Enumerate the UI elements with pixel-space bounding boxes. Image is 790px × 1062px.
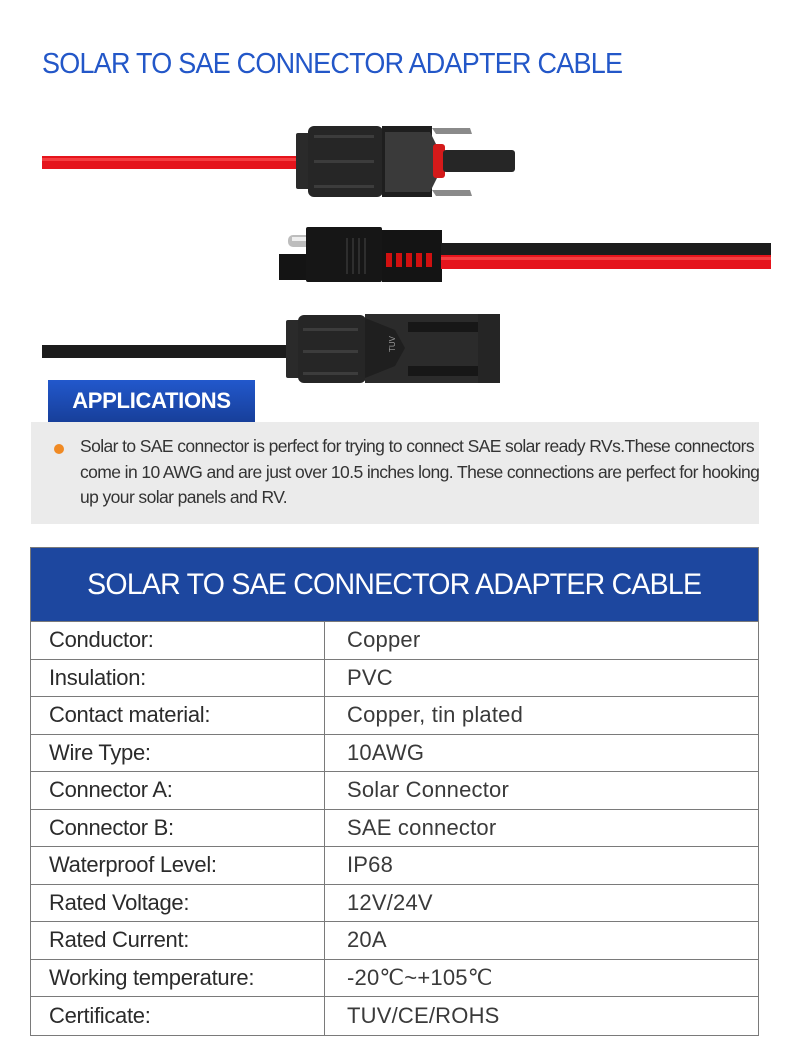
applications-description: Solar to SAE connector is perfect for tr…	[80, 436, 760, 507]
spec-value: 10AWG	[347, 739, 425, 765]
table-row: Conductor: Copper	[31, 622, 758, 660]
solar-connector-female-image	[42, 126, 515, 197]
spec-value: Copper	[347, 627, 421, 653]
svg-text:TUV: TUV	[388, 335, 397, 352]
spec-value: TUV/CE/ROHS	[347, 1002, 500, 1028]
spec-key: Insulation:	[31, 659, 325, 696]
spec-key: Conductor:	[31, 622, 325, 659]
table-row: Connector A: Solar Connector	[31, 772, 758, 810]
spec-key: Waterproof Level:	[31, 847, 325, 884]
spec-table-title: SOLAR TO SAE CONNECTOR ADAPTER CABLE	[31, 548, 758, 622]
spec-key: Rated Current:	[31, 922, 325, 959]
spec-key: Certificate:	[31, 997, 325, 1035]
spec-value: Solar Connector	[347, 777, 509, 803]
spec-value: -20℃~+105℃	[347, 964, 493, 990]
spec-value: PVC	[347, 664, 393, 690]
product-illustration: TUV	[42, 126, 771, 383]
table-row: Working temperature: -20℃~+105℃	[31, 959, 758, 997]
spec-value: 20A	[347, 927, 387, 953]
table-row: Rated Current: 20A	[31, 922, 758, 960]
table-row: Certificate: TUV/CE/ROHS	[31, 997, 758, 1035]
orange-dot-icon	[54, 444, 64, 454]
table-row: Wire Type: 10AWG	[31, 734, 758, 772]
table-row: Contact material: Copper, tin plated	[31, 697, 758, 735]
spec-key: Connector A:	[31, 772, 325, 809]
page-title: SOLAR TO SAE CONNECTOR ADAPTER CABLE	[42, 48, 623, 80]
sae-connector-image	[279, 227, 771, 282]
spec-key: Wire Type:	[31, 734, 325, 771]
applications-tab: APPLICATIONS	[48, 380, 255, 422]
spec-value: SAE connector	[347, 814, 497, 840]
spec-key: Contact material:	[31, 697, 325, 734]
spec-key: Rated Voltage:	[31, 884, 325, 921]
solar-connector-male-image: TUV	[42, 314, 500, 383]
spec-key: Connector B:	[31, 809, 325, 846]
spec-value: IP68	[347, 852, 394, 878]
spec-key: Working temperature:	[31, 959, 325, 996]
table-row: Insulation: PVC	[31, 659, 758, 697]
table-row: Rated Voltage: 12V/24V	[31, 884, 758, 922]
spec-value: Copper, tin plated	[347, 702, 524, 728]
spec-table: SOLAR TO SAE CONNECTOR ADAPTER CABLE Con…	[30, 547, 759, 1036]
applications-box: Solar to SAE connector is perfect for tr…	[31, 422, 760, 524]
table-row: Waterproof Level: IP68	[31, 847, 758, 885]
table-row: Connector B: SAE connector	[31, 809, 758, 847]
spec-value: 12V/24V	[347, 889, 433, 915]
